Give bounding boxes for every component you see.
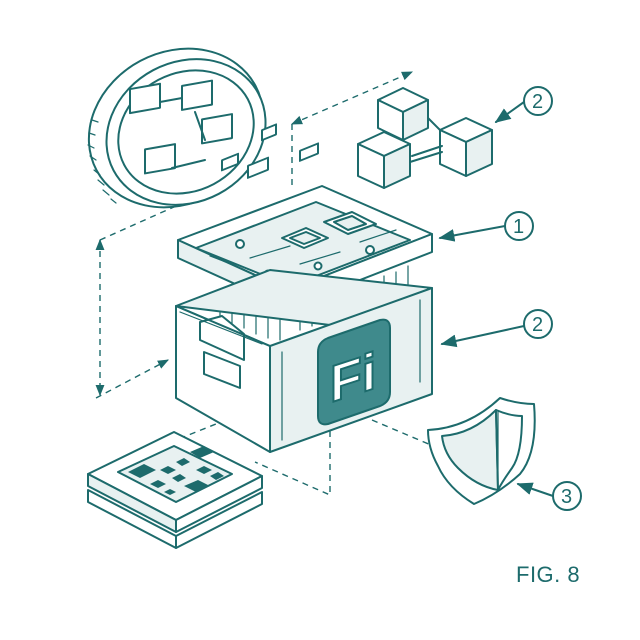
- callout-2a: 2: [494, 86, 553, 123]
- callout-2b-number: 2: [532, 314, 543, 336]
- qr-code-chip: [87, 431, 263, 549]
- blockchain-blocks-icon: [357, 87, 493, 189]
- callout-3: 3: [516, 481, 582, 511]
- callout-1: 1: [438, 211, 534, 242]
- callout-1-number: 1: [513, 216, 524, 238]
- fi-module-housing: Fi: [175, 269, 433, 453]
- callout-2b: 2: [440, 309, 553, 348]
- callout-3-number: 3: [561, 486, 572, 508]
- circuit-board: [177, 123, 433, 341]
- network-coin-icon: [87, 47, 267, 209]
- security-shield-icon: [427, 397, 536, 505]
- callout-2a-number: 2: [532, 91, 543, 113]
- fi-logo-badge: Fi: [317, 318, 391, 426]
- assembly-guides: [95, 71, 439, 497]
- figure-label: FIG. 8: [516, 562, 581, 587]
